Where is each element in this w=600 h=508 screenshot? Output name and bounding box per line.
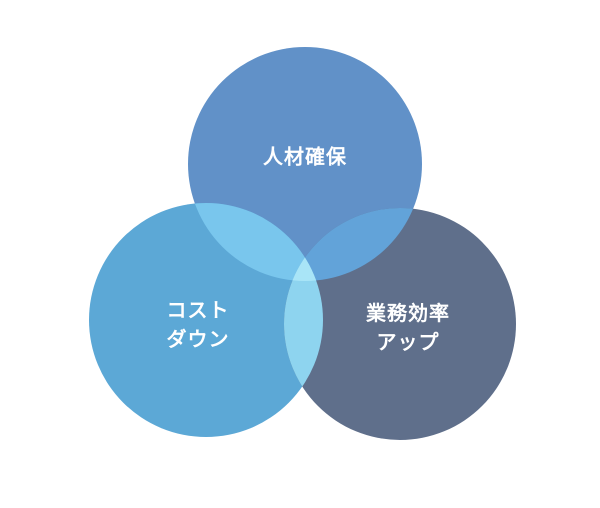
- label-efficiency-up: 業務効率 アップ: [366, 299, 450, 357]
- label-cost-down: コスト ダウン: [167, 296, 230, 354]
- label-talent-acquisition: 人材確保: [263, 143, 347, 172]
- label-line: ダウン: [166, 327, 230, 351]
- overlap-top-right: [284, 208, 422, 281]
- label-line: アップ: [376, 330, 440, 354]
- overlap-top-left: [188, 203, 323, 281]
- label-line: 人材確保: [263, 144, 347, 169]
- label-line: コスト: [166, 298, 230, 322]
- label-line: 業務効率: [366, 301, 450, 325]
